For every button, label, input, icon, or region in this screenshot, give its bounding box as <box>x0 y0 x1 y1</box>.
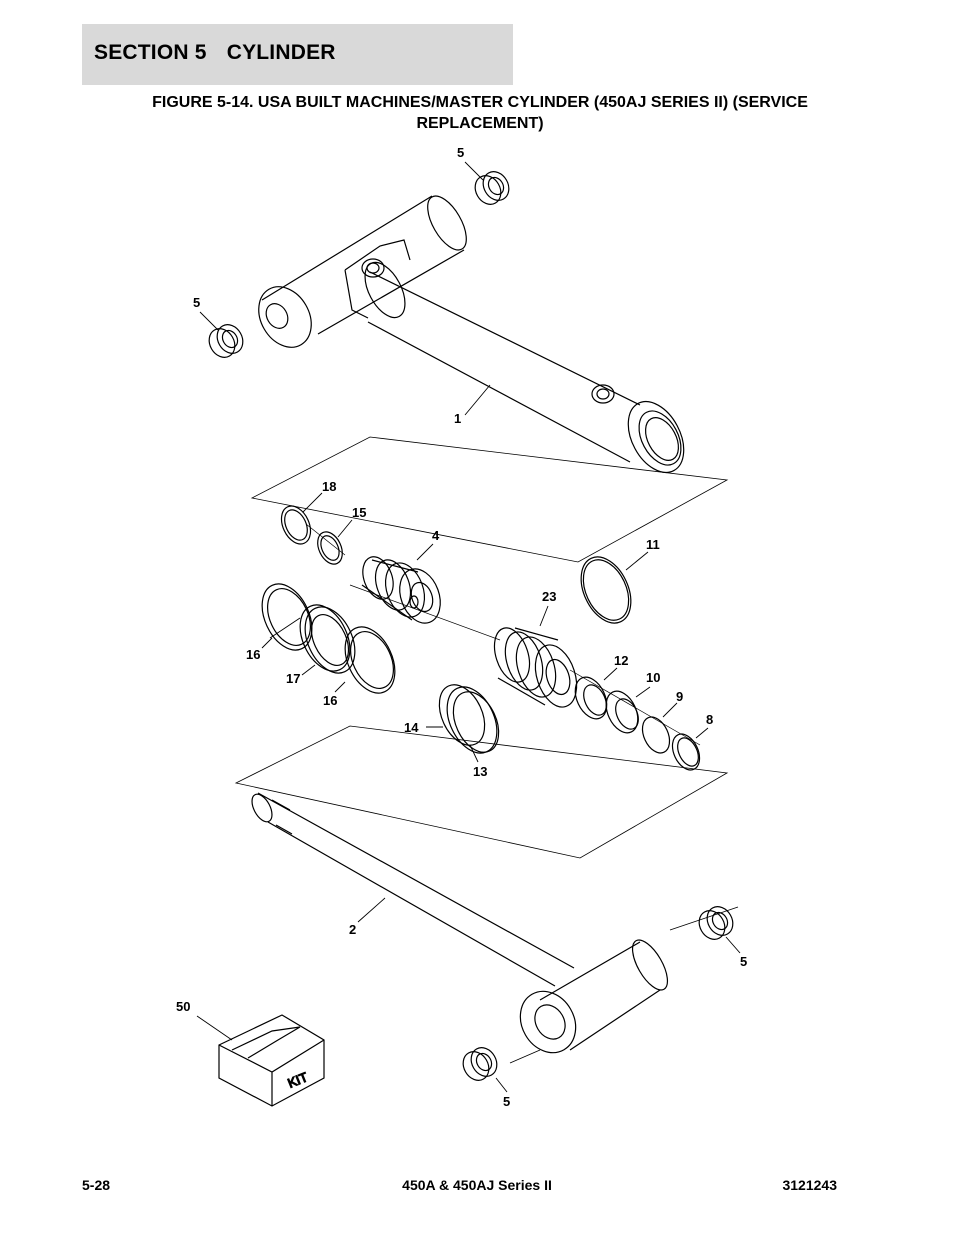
callout-seal-11: 11 <box>646 537 660 552</box>
piston <box>361 556 441 624</box>
callout-bushing-top-right: 5 <box>457 145 464 160</box>
seal-12 <box>574 676 608 720</box>
assembly-centerline <box>305 523 701 746</box>
footer-model: 450A & 450AJ Series II <box>402 1177 552 1193</box>
ring-16-upper <box>261 583 313 651</box>
callout-seal-13: 13 <box>473 764 487 779</box>
cylinder-head <box>493 627 578 708</box>
callout-bushing-bottom-left: 5 <box>503 1094 510 1109</box>
seal-10 <box>605 690 639 734</box>
ring-17 <box>299 604 356 674</box>
seal-11 <box>580 556 632 624</box>
leader-lines <box>196 161 741 1093</box>
section-number: SECTION 5 <box>94 41 207 64</box>
callout-ring-16-lower: 16 <box>323 693 337 708</box>
callout-seal-8: 8 <box>706 712 713 727</box>
figure-title-line-2: REPLACEMENT) <box>416 115 544 132</box>
callout-head-23: 23 <box>542 589 556 604</box>
callout-seal-14: 14 <box>404 720 419 735</box>
seal-8 <box>671 733 701 771</box>
callout-bushing-top-left: 5 <box>193 295 200 310</box>
callout-ring-16-upper: 16 <box>246 647 260 662</box>
section-header: SECTION 5 CYLINDER <box>82 24 513 85</box>
callout-seal-9: 9 <box>676 689 683 704</box>
ring-18 <box>280 505 312 545</box>
bushing-top-left <box>208 324 244 358</box>
seal-9 <box>641 716 671 754</box>
callout-ring-18: 18 <box>322 479 336 494</box>
callout-seal-12: 12 <box>614 653 628 668</box>
ring-15 <box>317 531 343 565</box>
callout-ring-17: 17 <box>286 671 300 686</box>
callout-seal-10: 10 <box>646 670 660 685</box>
callout-ring-15: 15 <box>352 505 366 520</box>
section-name: CYLINDER <box>226 41 336 64</box>
callout-kit-50: 50 <box>176 999 190 1014</box>
seal-14 <box>438 684 486 746</box>
bushing-bottom-left <box>462 1047 498 1081</box>
bushing-bottom-right <box>698 906 734 940</box>
callout-rod: 2 <box>349 922 356 937</box>
cylinder-barrel <box>258 195 685 473</box>
assembly-plane-lower <box>234 725 729 859</box>
assembly-plane-upper <box>250 436 729 563</box>
footer-doc-number: 3121243 <box>782 1177 837 1193</box>
ring-16-lower <box>344 626 396 694</box>
seal-13 <box>446 686 500 754</box>
figure-title-line-1: FIGURE 5-14. USA BUILT MACHINES/MASTER C… <box>152 94 808 111</box>
callout-piston: 4 <box>432 528 440 543</box>
figure-title: FIGURE 5-14. USA BUILT MACHINES/MASTER C… <box>100 92 860 134</box>
kit-box: KIT <box>218 1014 325 1107</box>
piston-rod <box>251 792 669 1054</box>
footer-page-number: 5-28 <box>82 1177 111 1193</box>
callout-barrel: 1 <box>454 411 461 426</box>
callout-bushing-bottom-right: 5 <box>740 954 747 969</box>
callout-labels: 5 5 1 18 15 4 11 23 16 17 16 12 10 9 8 1… <box>176 145 747 1109</box>
